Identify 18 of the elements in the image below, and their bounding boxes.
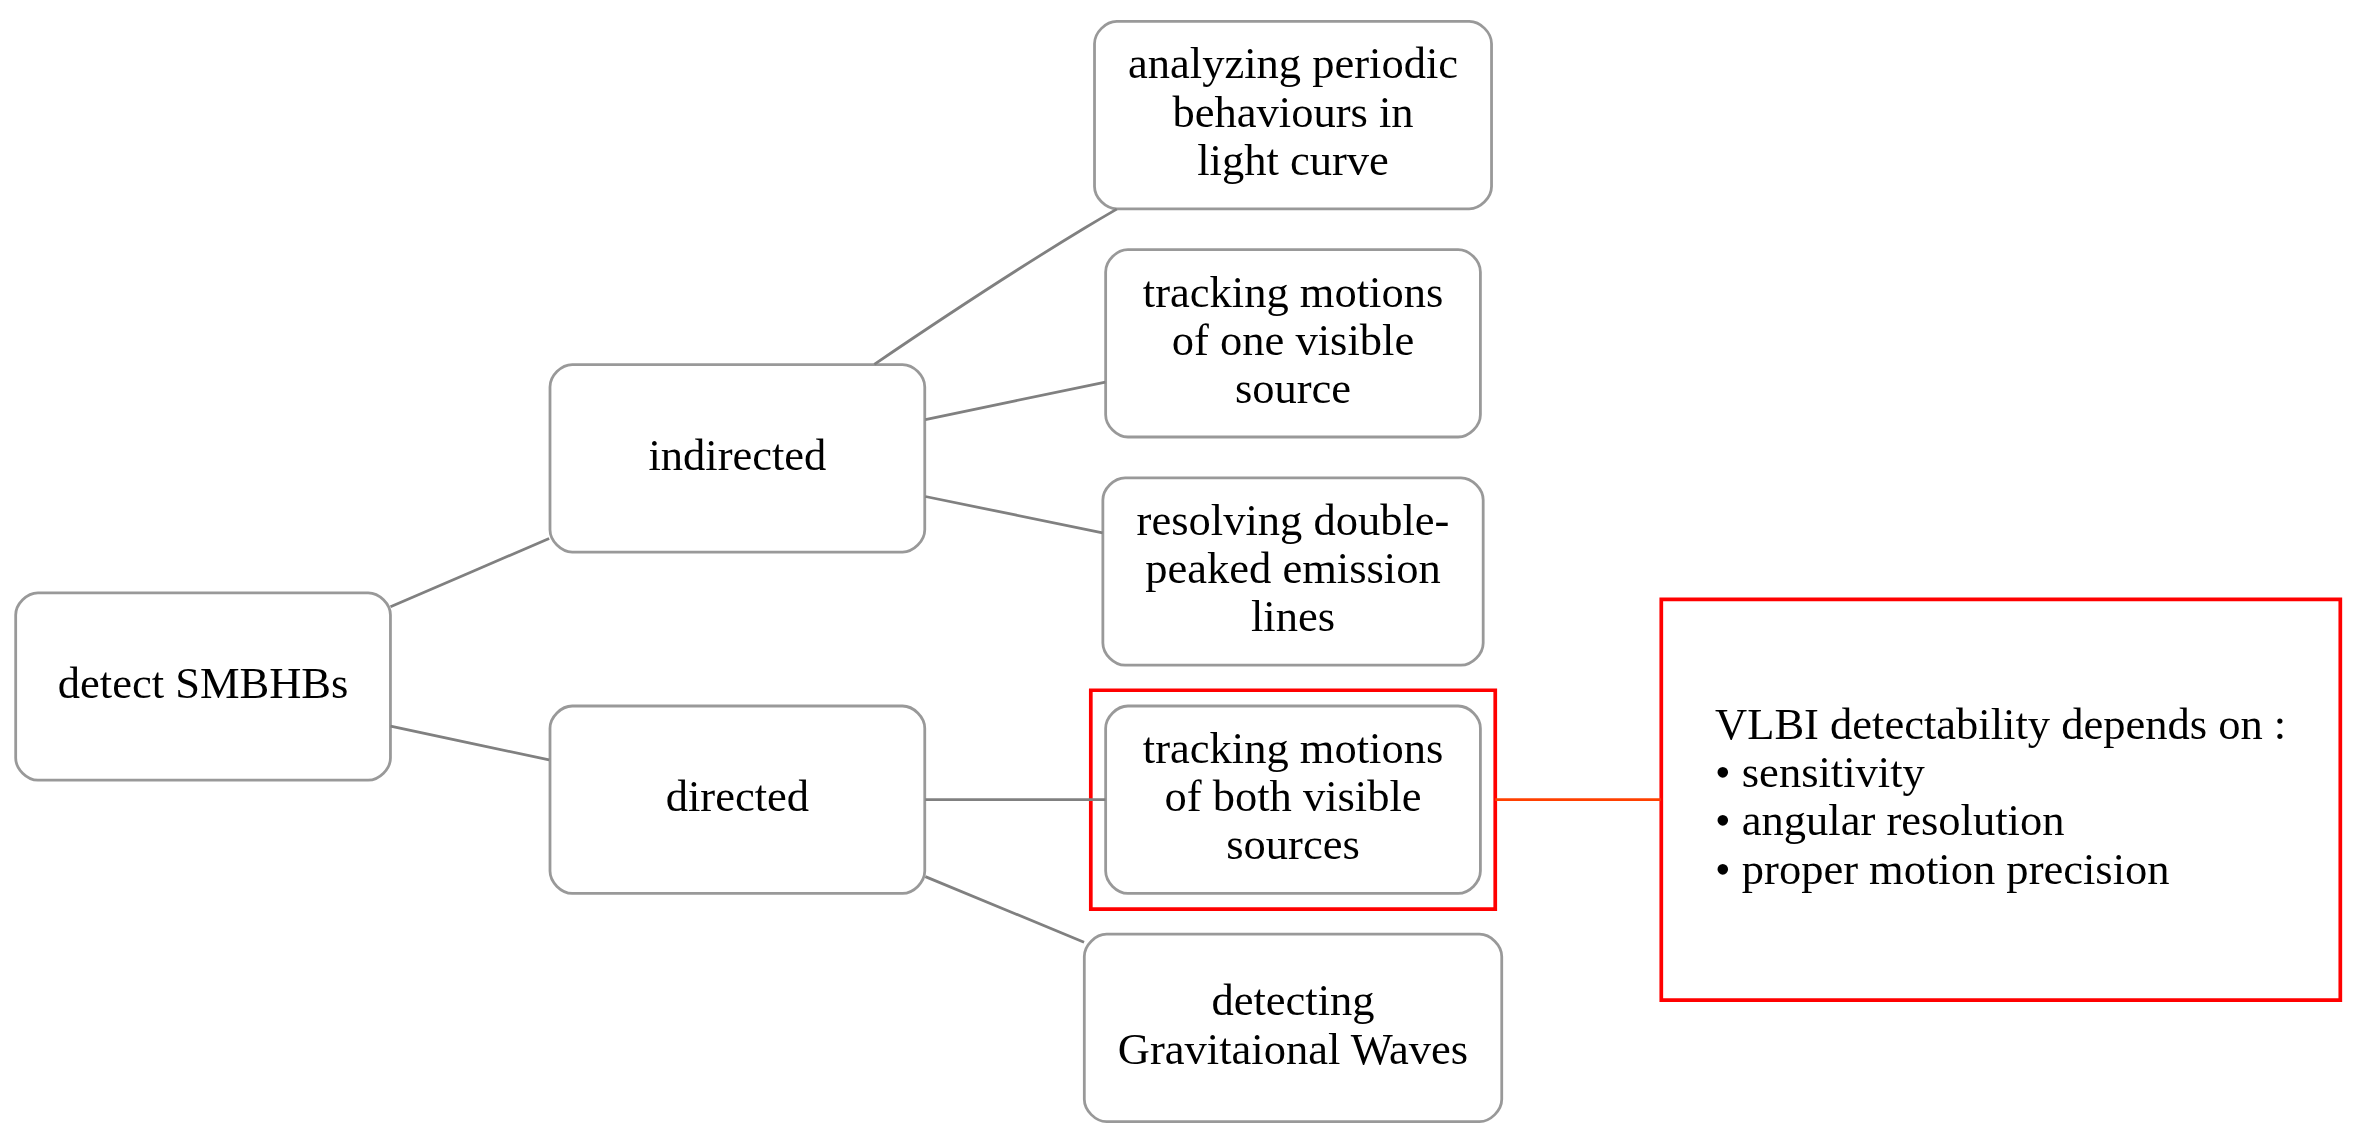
node-box: directed — [548, 704, 927, 895]
connector — [925, 494, 1103, 534]
node-box: VLBI detectability depends on : • sensitivity • angular resolution • proper motion precision — [1659, 596, 2343, 1002]
connector — [925, 797, 1106, 801]
node-box: detecting Gravitaional Waves — [1082, 932, 1504, 1123]
node-box: tracking motions of both visible sources — [1104, 704, 1482, 895]
node-box: detect SMBHBs — [14, 590, 392, 782]
connector — [1495, 797, 1661, 801]
connector — [925, 380, 1106, 421]
connector — [389, 536, 550, 608]
node-box: analyzing periodic behaviours in light curve — [1093, 19, 1493, 210]
connector — [924, 874, 1085, 944]
node-box: resolving double-peaked emission lines — [1101, 475, 1485, 667]
node-box: indirected — [548, 362, 927, 553]
cluster — [1088, 687, 1498, 911]
connector — [390, 724, 550, 761]
node-box: tracking motions of one visible source — [1104, 247, 1482, 438]
connector — [873, 207, 1118, 365]
